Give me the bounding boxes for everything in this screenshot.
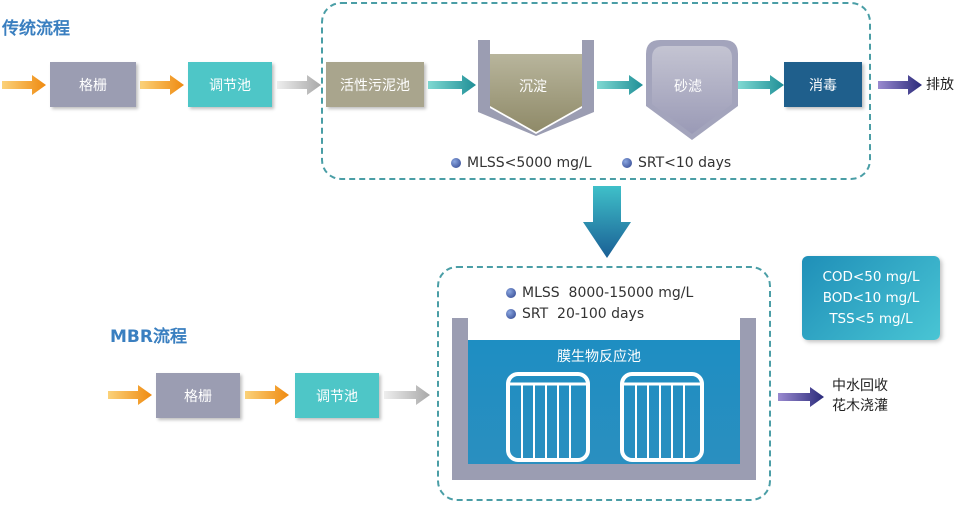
membrane-module-icon (620, 372, 704, 462)
sedimentation-tank-icon (478, 40, 594, 136)
effluent-quality-box: COD<50 mg/L BOD<10 mg/L TSS<5 mg/L (802, 256, 940, 340)
tss-value: TSS<5 mg/L (829, 310, 913, 327)
equalization-tank-box: 调节池 (188, 62, 272, 107)
irrigation-text: 花木浇灌 (832, 398, 888, 414)
activated-sludge-box: 活性污泥池 (326, 62, 424, 107)
traditional-upgrade-region (321, 2, 871, 180)
orange-arrow-icon (2, 75, 46, 95)
bullet-icon (622, 158, 632, 168)
orange-arrow-icon (140, 75, 184, 95)
bullet-icon (451, 158, 461, 168)
gray-arrow-icon (277, 75, 321, 95)
reactor-label: 膜生物反应池 (557, 349, 641, 365)
traditional-srt-param: SRT<10 days (622, 155, 731, 171)
orange-arrow-icon (245, 385, 289, 405)
mbr-equalization-tank-box: 调节池 (295, 373, 379, 418)
bullet-icon (506, 288, 516, 298)
cod-value: COD<50 mg/L (822, 268, 920, 285)
gray-arrow-icon (384, 385, 430, 405)
membrane-bioreactor-icon (452, 318, 756, 480)
orange-arrow-icon (108, 385, 152, 405)
mbr-mlss-param: MLSS 8000-15000 mg/L (506, 285, 693, 301)
traditional-title: 传统流程 (2, 19, 70, 39)
sand-filter-icon (646, 40, 738, 140)
mbr-output-text: 中水回收 花木浇灌 (832, 376, 888, 416)
down-arrow-icon (583, 186, 631, 258)
purple-arrow-icon (778, 387, 824, 407)
bullet-icon (506, 309, 516, 319)
mbr-srt-param: SRT 20-100 days (506, 306, 644, 322)
purple-arrow-icon (878, 75, 922, 95)
sedimentation-label: 沉淀 (519, 79, 547, 95)
mbr-region (437, 266, 771, 501)
mbr-title: MBR流程 (110, 327, 187, 347)
sand-filter-label: 砂滤 (674, 79, 702, 95)
teal-arrow-icon (738, 75, 784, 95)
teal-arrow-icon (597, 75, 643, 95)
mbr-screen-box: 格栅 (156, 373, 240, 418)
reclaimed-water-text: 中水回收 (832, 378, 888, 394)
bod-value: BOD<10 mg/L (822, 289, 920, 306)
discharge-text: 排放 (926, 77, 954, 93)
disinfection-box: 消毒 (784, 62, 862, 107)
screen-box: 格栅 (50, 62, 136, 107)
teal-arrow-icon (428, 75, 476, 95)
traditional-mlss-param: MLSS<5000 mg/L (451, 155, 592, 171)
membrane-module-icon (506, 372, 590, 462)
